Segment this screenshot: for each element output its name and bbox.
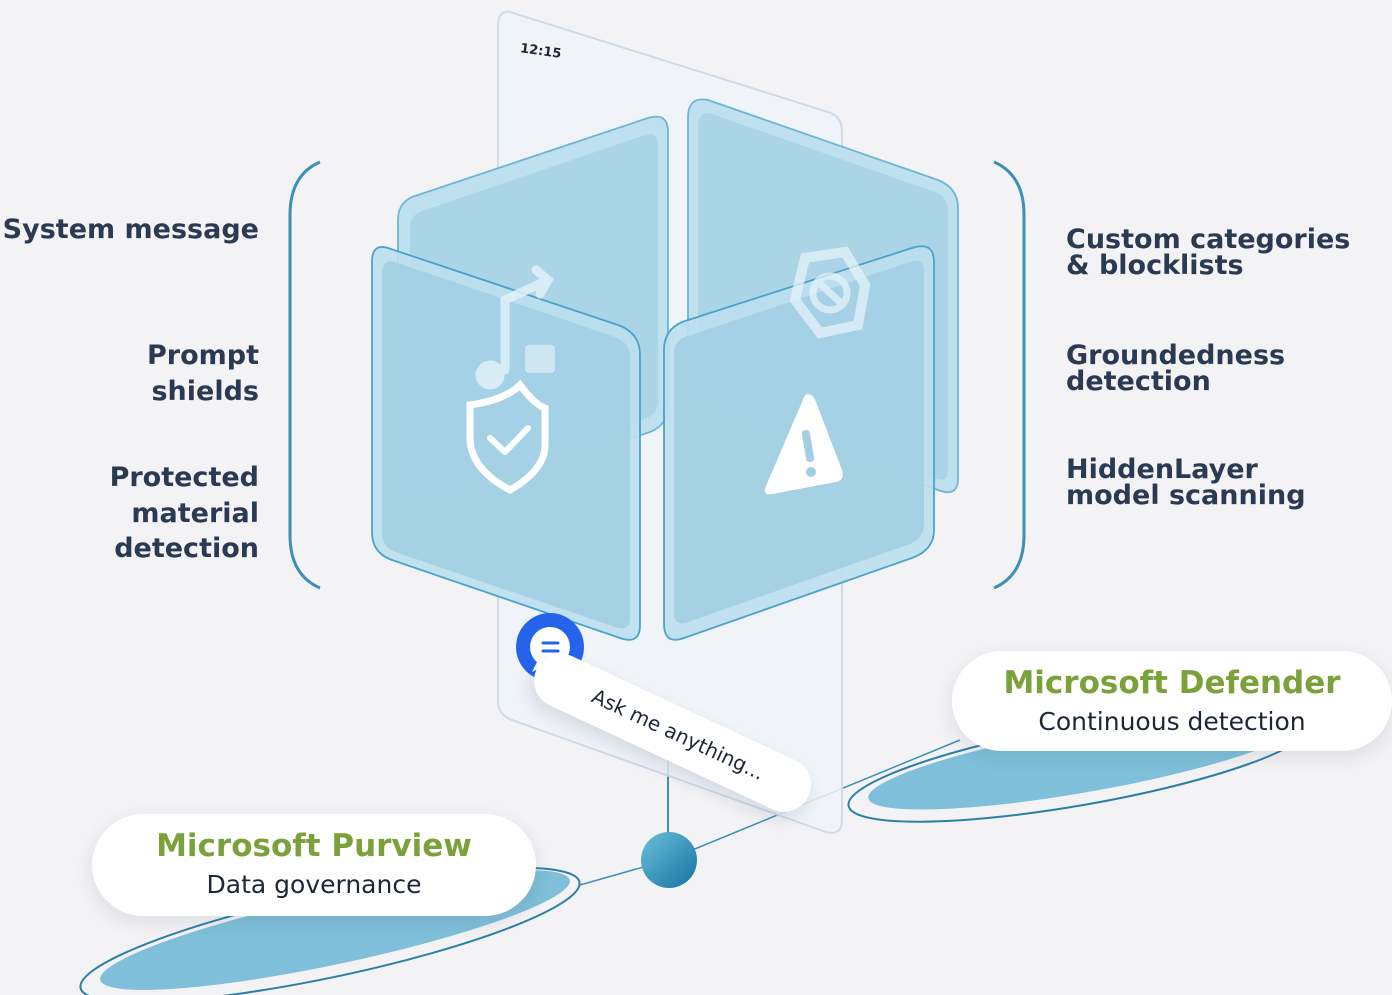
shield-check-icon — [466, 379, 549, 494]
blocklist-hexagon-icon — [789, 246, 871, 339]
protected-line2: material detection — [114, 497, 259, 565]
left-bracket — [288, 160, 321, 590]
hiddenlayer-line2: model scanning — [1066, 480, 1306, 512]
right-bracket — [993, 160, 1026, 590]
custom-line1: Custom categories — [1066, 224, 1351, 255]
label-system-message: System message — [3, 216, 259, 243]
prompt-shields-line2: shields — [151, 375, 259, 407]
hiddenlayer-line1: HiddenLayer — [1066, 454, 1258, 485]
purview-subtitle: Data governance — [206, 870, 422, 899]
defender-subtitle: Continuous detection — [1038, 707, 1306, 736]
label-custom-categories: Custom categories & blocklists — [1066, 224, 1351, 282]
protected-line1: Protected — [109, 462, 259, 493]
label-groundedness: Groundedness detection — [1066, 340, 1286, 398]
defender-title: Microsoft Defender — [1003, 665, 1341, 701]
purview-card[interactable]: Microsoft Purview Data governance — [92, 814, 536, 916]
panel-front-left — [371, 246, 641, 641]
message-note-icon — [475, 265, 555, 390]
custom-line2: & blocklists — [1066, 250, 1244, 282]
purview-title: Microsoft Purview — [156, 828, 472, 864]
system-message-text: System message — [2, 214, 259, 245]
defender-card[interactable]: Microsoft Defender Continuous detection — [952, 651, 1392, 751]
label-protected-material: Protected material detection — [0, 460, 259, 567]
groundedness-line1: Groundedness — [1066, 340, 1286, 371]
connector-node — [641, 832, 697, 888]
prompt-shields-line1: Prompt — [146, 340, 259, 371]
groundedness-line2: detection — [1066, 366, 1211, 398]
label-hiddenlayer: HiddenLayer model scanning — [1066, 454, 1306, 512]
warning-icon — [764, 394, 843, 495]
label-prompt-shields: Prompt shields — [147, 338, 259, 409]
